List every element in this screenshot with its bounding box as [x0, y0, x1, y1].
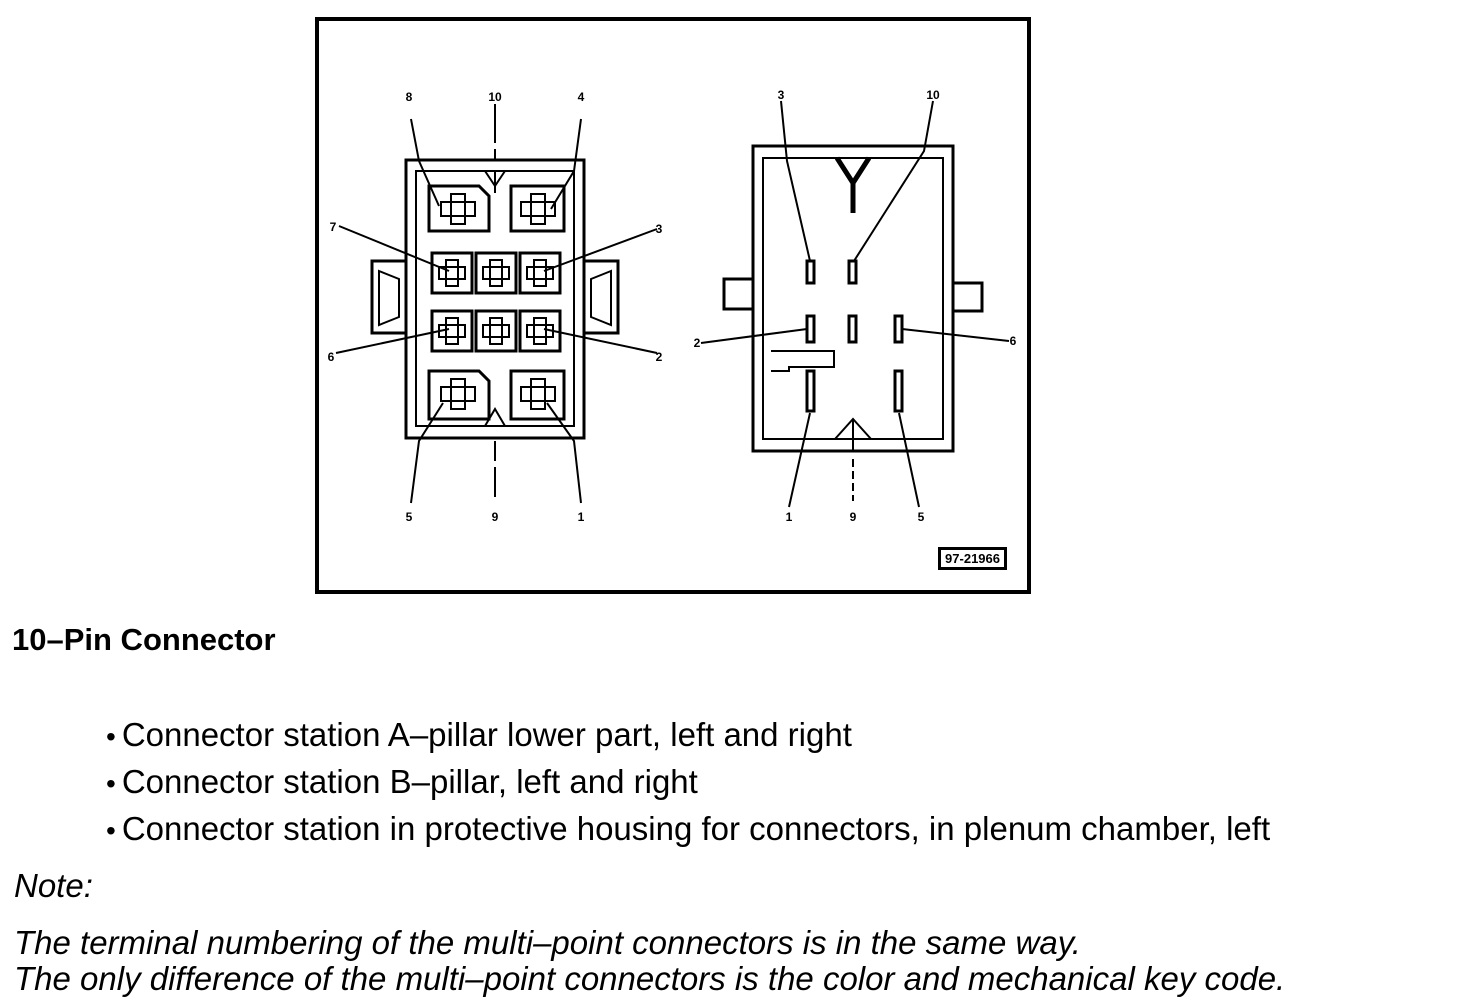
- list-item: •Connector station in protective housing…: [106, 806, 1270, 853]
- left-pin-label: 7: [330, 220, 337, 234]
- cavity-7: [430, 251, 474, 295]
- note-line: The only difference of the multi–point c…: [14, 960, 1286, 997]
- note-text: The terminal numbering of the multi–poin…: [14, 925, 1285, 997]
- left-pin-label: 10: [488, 90, 502, 104]
- terminal-slot-1: [805, 369, 816, 413]
- list-item-text: Connector station B–pillar, left and rig…: [121, 763, 698, 800]
- right-pin-label: 1: [786, 510, 793, 524]
- connector-diagram: 8 10 4 7 3 6 2 5 9 1: [328, 88, 1017, 524]
- left-pin-label: 8: [406, 90, 413, 104]
- terminal-slot-6: [893, 314, 904, 344]
- cavity-3: [518, 251, 562, 295]
- right-right-tab: [953, 281, 984, 313]
- bullet-icon: •: [106, 815, 116, 846]
- terminal-slot-mid: [847, 314, 858, 344]
- list-item: •Connector station A–pillar lower part, …: [106, 712, 1270, 759]
- connector-figure: 8 10 4 7 3 6 2 5 9 1: [315, 17, 1031, 594]
- terminal-slot-5: [893, 369, 904, 413]
- left-pin-label: 1: [578, 510, 585, 524]
- right-connector: [700, 100, 1010, 508]
- cavity-mid-1: [474, 251, 518, 295]
- right-pin-label: 2: [694, 336, 701, 350]
- section-heading: 10–Pin Connector: [12, 622, 276, 657]
- left-pin-label: 2: [656, 350, 663, 364]
- cavity-5: [427, 369, 491, 421]
- left-pin-label: 5: [406, 510, 413, 524]
- terminal-slot-10: [847, 259, 858, 285]
- left-connector-housing: [404, 158, 586, 440]
- note-line: The terminal numbering of the multi–poin…: [14, 924, 1081, 961]
- note-label: Note:: [14, 867, 93, 904]
- list-item-text: Connector station A–pillar lower part, l…: [121, 716, 852, 753]
- left-latch: [370, 259, 406, 335]
- left-connector: [335, 104, 658, 504]
- right-pin-label: 5: [918, 510, 925, 524]
- figure-reference-code: 97-21966: [938, 547, 1007, 570]
- cavity-2: [518, 309, 562, 353]
- right-latch: [584, 259, 620, 335]
- cavity-8: [427, 184, 491, 233]
- cavity-1: [509, 369, 566, 421]
- right-pin-label: 6: [1010, 334, 1017, 348]
- list-item-text: Connector station in protective housing …: [121, 810, 1271, 847]
- bullet-icon: •: [106, 768, 116, 799]
- right-left-tab: [722, 277, 753, 311]
- left-pin-label: 6: [328, 350, 335, 364]
- right-pin-label: 9: [850, 510, 857, 524]
- terminal-slot-2: [805, 314, 816, 344]
- right-pin-label: 3: [778, 88, 785, 102]
- bullet-icon: •: [106, 721, 116, 752]
- terminal-slot-3: [805, 259, 816, 285]
- left-pin-label: 4: [578, 90, 585, 104]
- cavity-6: [430, 309, 474, 353]
- left-pin-label: 9: [492, 510, 499, 524]
- cavity-mid-2: [474, 309, 518, 353]
- right-pin-label: 10: [926, 88, 940, 102]
- list-item: •Connector station B–pillar, left and ri…: [106, 759, 1270, 806]
- bullet-list: •Connector station A–pillar lower part, …: [106, 712, 1270, 853]
- left-pin-label: 3: [656, 222, 663, 236]
- cavity-4: [509, 184, 566, 233]
